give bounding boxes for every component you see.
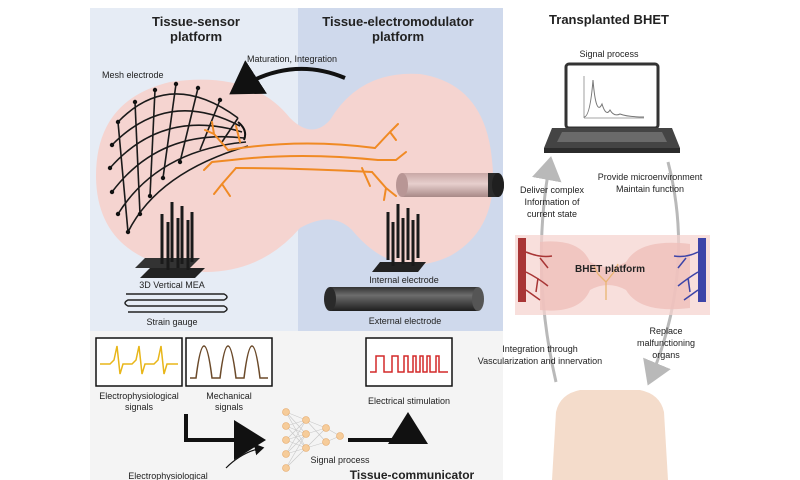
red-vessel-branches (525, 251, 553, 301)
replace-line1: Replace (649, 326, 682, 336)
human-torso (552, 390, 668, 480)
strain-gauge (124, 293, 228, 313)
blue-vessel (698, 238, 706, 302)
electro-signal-box (95, 337, 183, 387)
blue-vessel-branches (673, 251, 699, 301)
strain-gauge-label: Strain gauge (146, 317, 197, 327)
sensor-title-line1: Tissue-sensor (152, 14, 240, 29)
mech-signals-line1: Mechanical (206, 391, 252, 401)
bhet-neuron (593, 263, 619, 300)
maturation-arrow (229, 60, 346, 95)
electro-signals-line1: Electrophysiological (99, 391, 179, 401)
red-vessel (518, 238, 526, 302)
vertical-mea (135, 202, 205, 278)
bhet-platform-label: BHET platform (575, 264, 645, 275)
provide-line1: Provide microenvironment (598, 172, 703, 182)
upper-electrode-cylinder (396, 173, 504, 197)
mech-signal-trace (190, 345, 268, 379)
deliver-line2: Information of (524, 197, 580, 207)
electro-input-arrow (225, 443, 265, 469)
mesh-electrode-label: Mesh electrode (102, 70, 164, 80)
neuron-network (203, 121, 407, 201)
electromod-title-line2: platform (372, 29, 424, 44)
mech-signals-line2: signals (215, 402, 244, 412)
communicator-title: Tissue-communicator (350, 468, 475, 480)
external-electrode-cylinder (324, 287, 484, 311)
signal-process-top-label: Signal process (579, 49, 639, 59)
bhet-tissue-shape (540, 241, 690, 311)
internal-electrode-label: Internal electrode (369, 275, 439, 285)
integration-line1: Integration through (502, 344, 578, 354)
deliver-line3: current state (527, 209, 577, 219)
transplant-title: Transplanted BHET (549, 12, 669, 27)
integration-line2: Vascularization and innervation (478, 356, 602, 366)
signal-process-bottom-label: Signal process (310, 455, 370, 465)
mesh-electrode (109, 83, 249, 233)
laptop-icon (544, 62, 680, 153)
replace-line3: organs (652, 350, 680, 360)
stim-signal-trace (370, 355, 448, 373)
internal-electrode-array (372, 204, 426, 272)
stim-signal-box (365, 337, 453, 387)
electro-bottom-label: Electrophysiological (128, 471, 208, 480)
mesh-electrode-nodes (107, 81, 223, 235)
replace-line2: malfunctioning (637, 338, 695, 348)
electrical-stim-label: Electrical stimulation (368, 396, 450, 406)
electro-signal-trace (100, 345, 178, 375)
maturation-label: Maturation, Integration (247, 54, 337, 64)
electro-signals-line2: signals (125, 402, 154, 412)
provide-line2: Maintain function (616, 184, 684, 194)
deliver-line1: Deliver complex (520, 185, 585, 195)
mesh-electrode-lead (237, 121, 247, 141)
sensor-title-line2: platform (170, 29, 222, 44)
external-electrode-label: External electrode (369, 316, 442, 326)
process-to-stim-arrow (348, 412, 428, 444)
sensor-to-process-arrow (184, 414, 266, 460)
electromod-title-line1: Tissue-electromodulator (322, 14, 473, 29)
neural-network (282, 408, 344, 472)
vertical-mea-label: 3D Vertical MEA (139, 280, 205, 290)
